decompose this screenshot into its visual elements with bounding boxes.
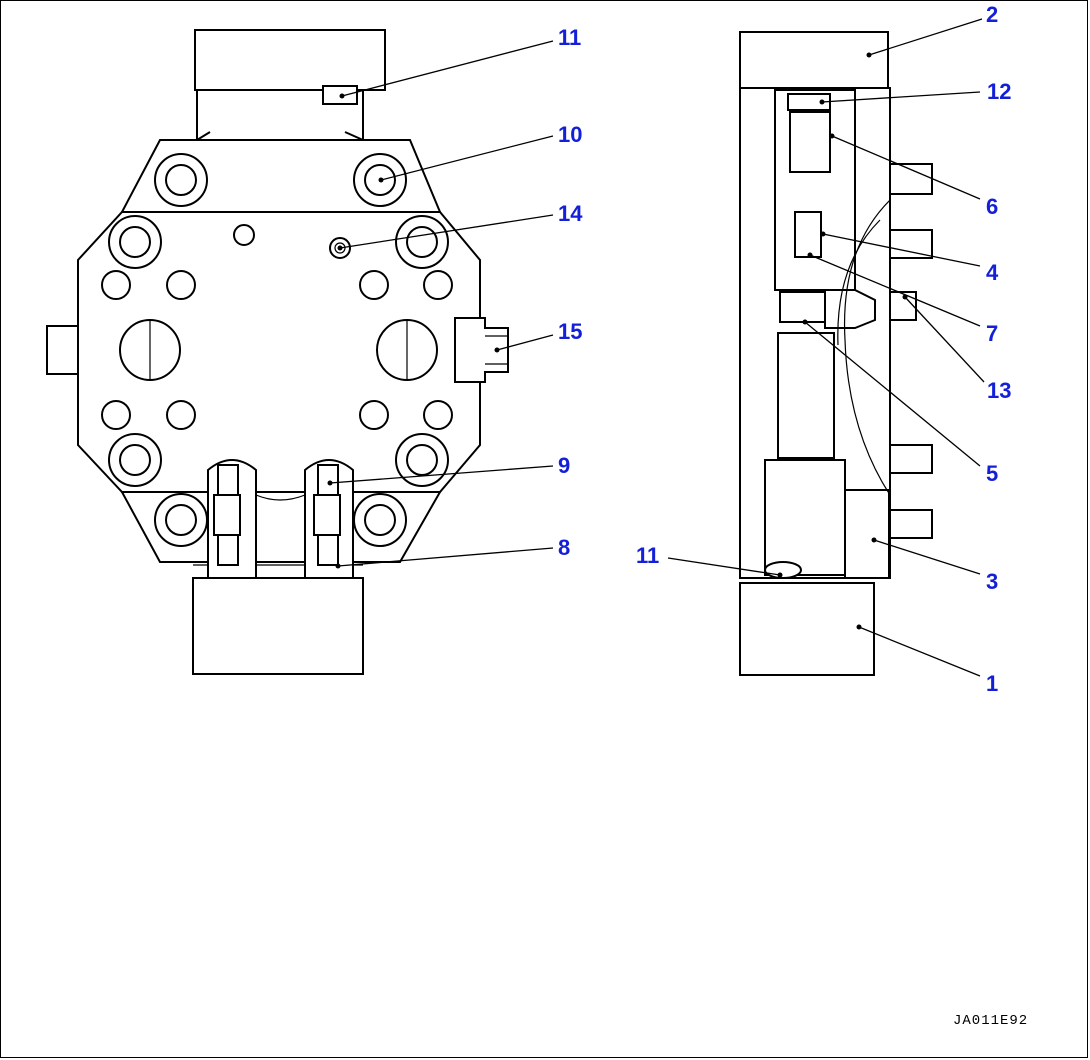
front-view bbox=[46, 29, 509, 675]
front-left-plug bbox=[46, 325, 79, 375]
side-top-cap bbox=[739, 31, 889, 89]
callout-15: 15 bbox=[558, 319, 583, 344]
callout-2: 2 bbox=[986, 2, 999, 27]
front-valve-cartridges bbox=[207, 459, 354, 579]
front-large-bolts bbox=[108, 153, 449, 547]
callout-12: 12 bbox=[987, 79, 1012, 104]
drawing-code: JA011E92 bbox=[953, 1013, 1029, 1029]
front-bottom-cap bbox=[192, 577, 364, 675]
side-bottom-cap bbox=[739, 582, 875, 676]
side-view bbox=[739, 31, 933, 676]
callout-13: 13 bbox=[987, 378, 1012, 403]
side-pilot bbox=[824, 289, 876, 329]
callout-14: 14 bbox=[558, 201, 583, 226]
callout-3: 3 bbox=[986, 569, 999, 594]
callout-11-bottom: 11 bbox=[636, 543, 660, 568]
callout-6: 6 bbox=[986, 194, 999, 219]
leader-lines bbox=[327, 18, 985, 677]
callout-9: 9 bbox=[558, 453, 571, 478]
front-right-plug bbox=[454, 317, 509, 383]
callout-7: 7 bbox=[986, 321, 999, 346]
front-small-holes bbox=[101, 224, 453, 430]
callout-5: 5 bbox=[986, 461, 999, 486]
side-fittings bbox=[889, 163, 933, 539]
callout-11-top: 11 bbox=[558, 25, 582, 50]
front-top-cap bbox=[194, 29, 386, 91]
callout-8: 8 bbox=[558, 535, 571, 560]
callout-10: 10 bbox=[558, 122, 583, 147]
callout-4: 4 bbox=[986, 260, 999, 285]
callout-1: 1 bbox=[986, 671, 999, 696]
front-ports bbox=[119, 319, 438, 381]
